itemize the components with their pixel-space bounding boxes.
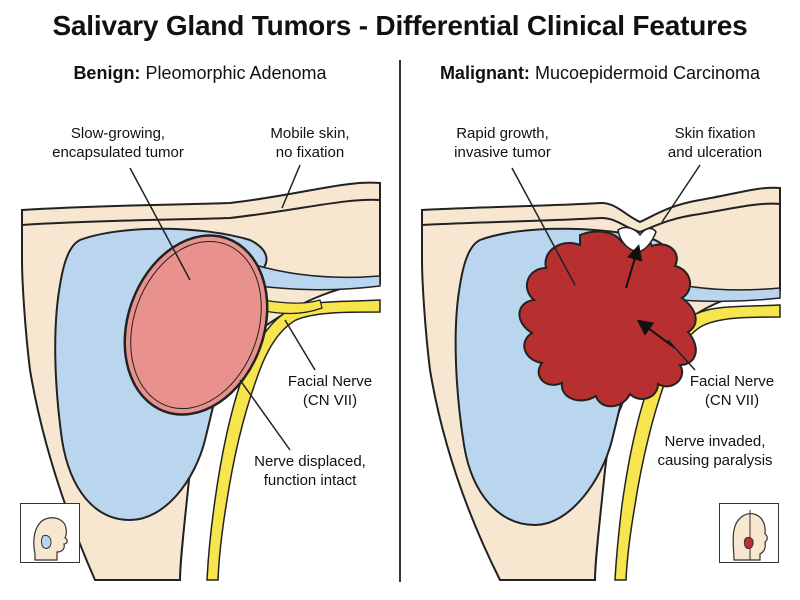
malignant-tumor-label: Rapid growth, invasive tumor [454,125,551,161]
malignant-illustration [421,164,781,581]
benign-tumor [123,234,269,416]
malignant-skin-leader [661,164,701,223]
left-panel-heading: Benign: Pleomorphic Adenoma [0,63,400,84]
head-profile-icon [33,517,68,561]
left-heading-bold: Benign: [73,63,141,83]
malignant-tumor [518,230,697,408]
malignant-tumor-leader [511,167,576,286]
diagram-title: Salivary Gland Tumors - Differential Cli… [52,10,748,41]
panel-divider [399,60,401,582]
benign-tumor-leader [129,167,191,281]
head-front-icon [732,510,768,561]
malignant-skin-label: Skin fixation and ulceration [667,125,763,161]
invasion-arrow [636,319,676,349]
malignant-head-thumbnail [719,503,779,563]
malignant-nerve-label: Facial Nerve (CN VII) [689,373,775,409]
benign-tumor-label: Slow-growing, encapsulated tumor [52,125,184,161]
malignant-invaded-label: Nerve invaded, causing paralysis [657,433,773,469]
malignant-nerve-leader [667,339,696,371]
right-heading-bold: Malignant: [439,63,530,83]
benign-skin-line [21,198,381,226]
benign-skin-label: Mobile skin, no fixation [270,125,350,161]
benign-nerve-leader [284,319,316,371]
right-heading-rest: Mucoepidermoid Carcinoma [534,63,761,83]
benign-displaced-label: Nerve displaced, function intact [254,453,366,489]
benign-nerve-branch [257,299,323,315]
benign-displaced-leader [239,379,291,451]
right-panel-heading: Malignant: Mucoepidermoid Carcinoma [400,63,800,84]
benign-tumor-capsule [130,240,262,410]
benign-gland-duct [249,264,381,291]
benign-illustration [21,164,381,581]
benign-nerve-label: Facial Nerve (CN VII) [287,373,373,409]
ulceration-arrow [625,244,643,289]
benign-skin-leader [281,164,301,209]
benign-head-thumbnail [20,503,80,563]
left-heading-rest: Pleomorphic Adenoma [145,63,327,83]
